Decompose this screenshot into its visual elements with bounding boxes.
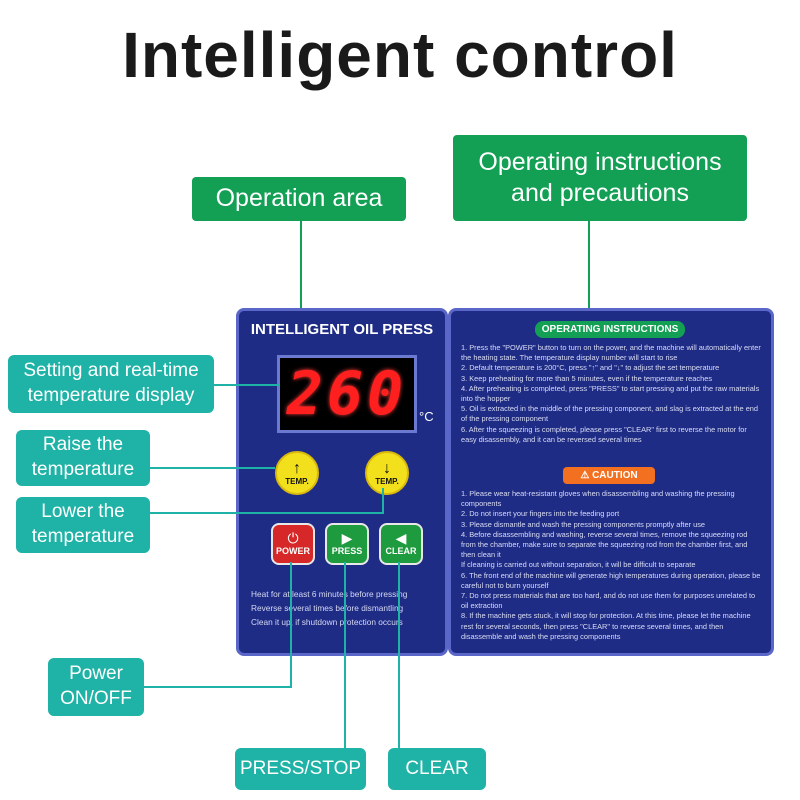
- instructions-connector: [588, 221, 590, 309]
- caution-item: 2. Do not insert your fingers into the f…: [461, 509, 620, 519]
- instruction-item: 5. Oil is extracted in the middle of the…: [461, 404, 759, 424]
- panel-note: Reverse several times before dismantling: [251, 603, 404, 613]
- play-icon: ▶: [341, 530, 353, 546]
- reverse-icon: ◀: [395, 530, 407, 546]
- instructions-list: 1. Press the "POWER" button to turn on t…: [461, 343, 761, 445]
- instructions-label-line2: and precautions: [511, 179, 689, 207]
- caution-item: 7. Do not press materials that are too h…: [461, 591, 756, 611]
- instruction-item: 4. After preheating is completed, press …: [461, 383, 760, 404]
- panel-title: INTELLIGENT OIL PRESS: [250, 321, 434, 338]
- power-callout-line2: ON/OFF: [60, 688, 132, 709]
- lower-connector-h: [150, 512, 383, 514]
- celsius-unit: °C: [419, 409, 434, 424]
- raise-temp-callout: Raise the temperature: [16, 430, 150, 486]
- power-icon: ⏻: [287, 530, 299, 546]
- lower-connector-v: [382, 488, 384, 514]
- arrow-down-icon: ↓: [383, 459, 391, 477]
- temp-up-button[interactable]: ↑ TEMP.: [275, 451, 319, 495]
- temp-up-label: TEMP.: [285, 476, 309, 486]
- press-stop-callout: PRESS/STOP: [235, 748, 366, 790]
- caution-item: 4. Before disassembling and washing, rev…: [461, 529, 748, 560]
- caution-badge: ⚠ CAUTION: [563, 467, 655, 484]
- raise-connector: [150, 467, 275, 469]
- power-button-label: POWER: [275, 546, 310, 556]
- press-button-label: PRESS: [331, 546, 363, 556]
- operation-area-text: Operation area: [215, 184, 383, 213]
- caution-item: 6. The front end of the machine will gen…: [461, 570, 761, 590]
- instructions-header: OPERATING INSTRUCTIONS: [535, 321, 685, 338]
- press-stop-callout-text: PRESS/STOP: [239, 757, 362, 779]
- caution-item: 8. If the machine gets stuck, it will st…: [461, 611, 751, 641]
- panel-notes: Heat for at least 6 minutes before press…: [251, 587, 441, 629]
- temp-down-button[interactable]: ↓ TEMP.: [365, 451, 409, 495]
- power-callout-line1: Power: [69, 663, 123, 685]
- page-title: Intelligent control: [122, 19, 678, 91]
- press-connector: [344, 562, 346, 748]
- clear-button-label: CLEAR: [385, 546, 417, 556]
- clear-button[interactable]: ◀ CLEAR: [379, 523, 423, 565]
- clear-callout: CLEAR: [388, 748, 486, 790]
- temperature-display: 260: [277, 355, 417, 433]
- power-button[interactable]: ⏻ POWER: [271, 523, 315, 565]
- temp-down-label: TEMP.: [375, 476, 399, 486]
- instructions-panel: OPERATING INSTRUCTIONS 1. Press the "POW…: [448, 308, 774, 656]
- clear-callout-text: CLEAR: [405, 757, 469, 779]
- display-callout: Setting and real-time temperature displa…: [8, 355, 214, 413]
- caution-list: 1. Please wear heat-resistant gloves whe…: [461, 489, 761, 642]
- instructions-label-line1: Operating instructions: [478, 147, 722, 176]
- caution-item: If cleaning is carried out without separ…: [461, 560, 696, 570]
- press-button[interactable]: ▶ PRESS: [325, 523, 369, 565]
- power-connector-v: [290, 562, 292, 688]
- display-connector: [214, 384, 280, 386]
- operation-area-label: Operation area: [192, 177, 406, 221]
- lower-callout-line2: temperature: [31, 526, 135, 547]
- instruction-item: 3. Keep preheating for more than 5 minut…: [461, 373, 713, 383]
- arrow-up-icon: ↑: [293, 459, 301, 477]
- power-callout: Power ON/OFF: [48, 658, 144, 716]
- instruction-item: 1. Press the "POWER" button to turn on t…: [461, 343, 761, 363]
- caution-item: 1. Please wear heat-resistant gloves whe…: [461, 489, 735, 509]
- lower-callout-line1: Lower the: [41, 501, 125, 523]
- operation-area-connector: [300, 221, 302, 309]
- panel-note: Clean it up, if shutdown protection occu…: [251, 617, 403, 627]
- temperature-digits: 260: [286, 359, 408, 429]
- caution-item: 3. Please dismantle and wash the pressin…: [461, 519, 706, 529]
- power-connector-h: [144, 686, 292, 688]
- control-panel: INTELLIGENT OIL PRESS 260 °C ↑ TEMP. ↓ T…: [236, 308, 448, 656]
- clear-connector: [398, 562, 400, 748]
- raise-callout-line2: temperature: [31, 459, 135, 480]
- lower-temp-callout: Lower the temperature: [16, 497, 150, 553]
- instruction-item: 6. After the squeezing is completed, ple…: [461, 424, 747, 444]
- raise-callout-line1: Raise the: [42, 434, 124, 456]
- display-callout-line1: Setting and real-time: [23, 360, 199, 382]
- instructions-label: Operating instructions and precautions: [453, 135, 747, 221]
- panel-note: Heat for at least 6 minutes before press…: [251, 589, 408, 599]
- instruction-item: 2. Default temperature is 200°C, press "…: [461, 363, 720, 373]
- display-callout-line2: temperature display: [27, 385, 195, 406]
